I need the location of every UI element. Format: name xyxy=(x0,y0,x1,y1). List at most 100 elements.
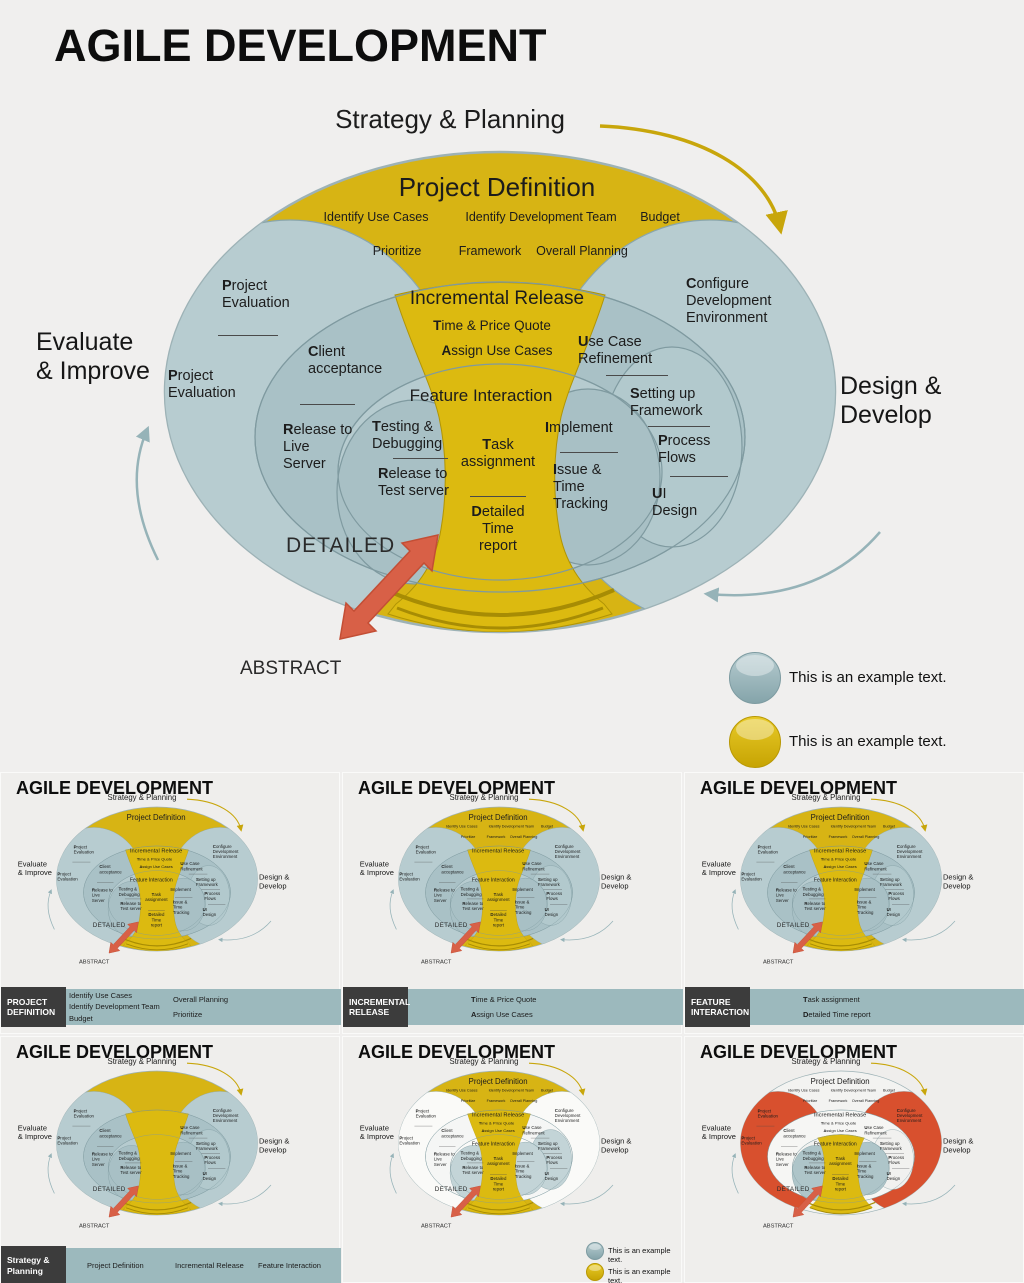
card-bottom-bar: FEATURE INTERACTION Task assignment Deta… xyxy=(685,987,1024,1027)
client-acceptance-label: Client acceptance xyxy=(99,1128,122,1139)
time-price-quote-label: Time & Price Quote xyxy=(820,1120,857,1126)
card-diagram-slot: Strategy & Planning Project Definition I… xyxy=(691,1053,999,1251)
divider xyxy=(300,404,355,405)
diagram-shapes xyxy=(389,1062,614,1218)
cycle-arrow-bottom-right xyxy=(902,1184,956,1207)
divider xyxy=(560,452,618,453)
detailed-label: DETAILED xyxy=(776,921,810,929)
strategy-planning-label: Strategy & Planning xyxy=(791,792,861,802)
configure-environment-label: Configure Development Environment xyxy=(896,844,923,860)
legend-teal-circle xyxy=(729,652,781,704)
project-definition-title: Project Definition xyxy=(810,1077,870,1086)
detailed-label: DETAILED xyxy=(776,1185,810,1193)
divider xyxy=(606,375,668,376)
budget-label: Budget xyxy=(640,210,680,224)
card-bottom-bar: PROJECT DEFINITION Identify Use Cases Id… xyxy=(1,987,341,1027)
release-to-test-server-label: Release to Test server xyxy=(120,901,142,912)
project-evaluation-2-label: Project Evaluation xyxy=(57,871,78,882)
thumbnail-card-strategy-planning[interactable]: AGILE DEVELOPMENT xyxy=(0,1036,341,1283)
thumbnail-card-incremental-release[interactable]: AGILE DEVELOPMENT xyxy=(342,772,683,1034)
card-diagram-slot: Strategy & Planning Project Definition I… xyxy=(349,789,657,987)
thumbnail-card-project-definition[interactable]: AGILE DEVELOPMENT xyxy=(0,772,341,1034)
task-assignment-label: Task assignment xyxy=(487,1156,510,1167)
base-ripple-2 xyxy=(467,1207,531,1215)
ui-design-label: UI Design xyxy=(886,907,901,918)
design-develop-label: Design & Develop xyxy=(840,372,942,429)
cycle-arrow-bottom-right xyxy=(218,920,272,943)
assign-use-cases-label: Assign Use Cases xyxy=(139,864,173,869)
strategy-planning-label: Strategy & Planning xyxy=(335,104,565,134)
card-title: AGILE DEVELOPMENT xyxy=(16,1042,214,1062)
detailed-label: DETAILED xyxy=(434,1185,468,1193)
project-evaluation-1-label: Project Evaluation xyxy=(73,1108,94,1119)
framework-label: Framework xyxy=(486,834,506,839)
client-acceptance-label: Client acceptance xyxy=(308,344,383,377)
use-case-refinement-label: Use Case Refinement xyxy=(180,1125,203,1136)
time-price-quote-label: Time & Price Quote xyxy=(820,856,857,862)
task-assignment-label: Task assignment xyxy=(460,437,536,470)
feature-interaction-title: Feature Interaction xyxy=(471,1141,515,1147)
cycle-arrow-bottom-right xyxy=(703,531,881,603)
base-ripple-1 xyxy=(806,1201,876,1211)
design-develop-label: Design & Develop xyxy=(601,873,632,891)
incremental-release-title: Incremental Release xyxy=(471,847,525,855)
project-evaluation-1-label: Project Evaluation xyxy=(415,844,436,855)
configure-environment-label: Configure Development Environment xyxy=(212,1108,239,1124)
detailed-abstract-arrow xyxy=(450,1185,481,1218)
detailed-label: DETAILED xyxy=(434,921,468,929)
setting-up-framework-label: Setting up Framework xyxy=(880,877,902,888)
diagram-shapes xyxy=(47,798,272,954)
divider xyxy=(470,496,526,497)
project-evaluation-1-label: Project Evaluation xyxy=(73,844,94,855)
use-case-refinement-label: Use Case Refinement xyxy=(578,334,653,367)
bar-item: Overall Planning xyxy=(173,995,229,1005)
budget-label: Budget xyxy=(541,824,553,829)
evaluate-improve-label: Evaluate & Improve xyxy=(36,328,150,385)
identify-use-cases-label: Identify Use Cases xyxy=(323,210,429,224)
yellow-funnel xyxy=(465,846,533,952)
assign-use-cases-label: Assign Use Cases xyxy=(823,864,857,869)
assign-use-cases-label: Assign Use Cases xyxy=(823,1128,857,1133)
detailed-abstract-arrow xyxy=(792,921,823,954)
agile-cycle-diagram: Strategy & Planning Project Definition I… xyxy=(691,789,998,987)
client-acceptance-label: Client acceptance xyxy=(441,1128,464,1139)
identify-use-cases-label: Identify Use Cases xyxy=(788,824,820,829)
thumbnail-card-red-variant[interactable]: AGILE DEVELOPMENT xyxy=(684,1036,1024,1283)
project-definition-title: Project Definition xyxy=(398,172,596,202)
thumbnail-card-feature-interaction[interactable]: AGILE DEVELOPMENT xyxy=(684,772,1024,1034)
cycle-arrow-left xyxy=(731,889,739,930)
project-definition-title: Project Definition xyxy=(810,813,870,822)
prioritize-label: Prioritize xyxy=(460,1098,476,1103)
cycle-arrow-bottom-right xyxy=(560,1184,614,1207)
card-title: AGILE DEVELOPMENT xyxy=(700,778,898,798)
page-title: AGILE DEVELOPMENT xyxy=(54,20,547,71)
project-definition-title: Project Definition xyxy=(468,1077,528,1086)
evaluate-improve-label: Evaluate & Improve xyxy=(359,859,394,877)
testing-debugging-label: Testing & Debugging xyxy=(802,1151,824,1161)
testing-debugging-label: Testing & Debugging xyxy=(460,887,482,897)
card-title: AGILE DEVELOPMENT xyxy=(358,778,556,798)
issue-time-tracking-label: Issue & Time Tracking xyxy=(172,1164,190,1179)
client-acceptance-label: Client acceptance xyxy=(783,1128,806,1139)
prioritize-label: Prioritize xyxy=(802,834,818,839)
testing-debugging-label: Testing & Debugging xyxy=(802,887,824,897)
yellow-funnel-short xyxy=(809,1134,873,1214)
assign-use-cases-label: Assign Use Cases xyxy=(441,343,553,358)
thumbnail-card-legend-variant[interactable]: AGILE DEVELOPMENT xyxy=(342,1036,682,1283)
design-develop-label: Design & Develop xyxy=(259,873,290,891)
task-assignment-label: Task assignment xyxy=(145,892,168,903)
release-to-live-server-label: Release to Live Server xyxy=(775,888,797,903)
detailed-abstract-arrow xyxy=(792,1185,823,1218)
base-ripple-2 xyxy=(396,606,604,630)
design-develop-label: Design & Develop xyxy=(943,1137,974,1155)
project-evaluation-1-label: Project Evaluation xyxy=(222,278,290,311)
base-ripple-1 xyxy=(122,1201,192,1211)
client-acceptance-label: Client acceptance xyxy=(441,864,464,875)
evaluate-improve-label: Evaluate & Improve xyxy=(701,1123,736,1141)
testing-debugging-label: Testing & Debugging xyxy=(372,419,443,452)
cycle-arrow-top-right xyxy=(870,798,928,832)
task-assignment-label: Task assignment xyxy=(829,1156,852,1167)
yellow-funnel xyxy=(123,1110,191,1216)
feature-interaction-title: Feature Interaction xyxy=(471,877,515,883)
process-flows-label: Process Flows xyxy=(204,1155,221,1166)
